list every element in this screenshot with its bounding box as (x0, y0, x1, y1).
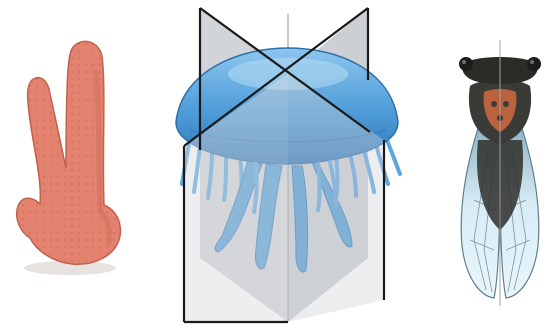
cicada-left-eye (459, 57, 473, 71)
cicada-left-eye-shine (462, 60, 466, 64)
cicada-right-eye (527, 57, 541, 71)
sponge-illustration (17, 41, 121, 275)
sponge-pores (17, 41, 121, 264)
cicada-right-eye-shine (530, 60, 534, 64)
jellyfish-illustration (176, 8, 400, 322)
cicada-illustration (459, 40, 541, 306)
